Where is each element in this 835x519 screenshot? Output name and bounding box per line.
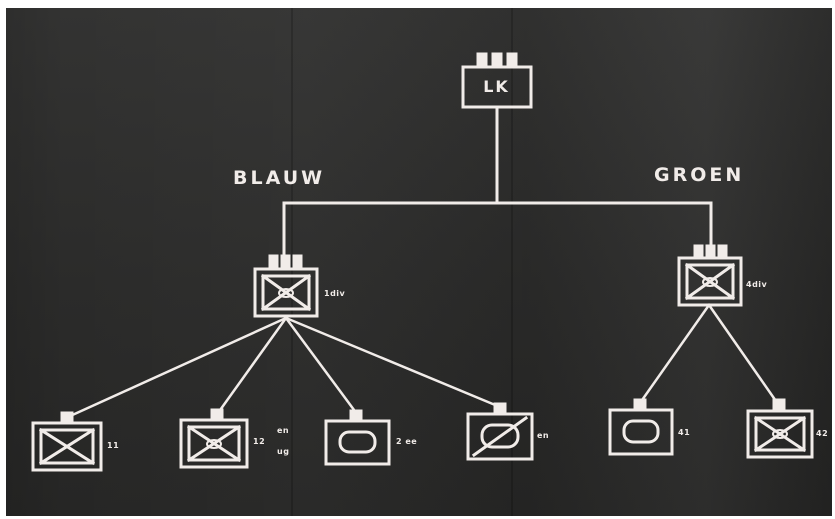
unit-tag: 41	[678, 428, 691, 437]
unit-tag: en	[277, 426, 290, 435]
unit-tag: 4div	[746, 280, 768, 289]
branch-label-left: BLAUW	[233, 167, 326, 189]
command-post-icon	[461, 52, 533, 109]
infantry-unit-icon	[677, 244, 743, 307]
armored-unit-icon	[608, 398, 674, 456]
unit-tag: en	[537, 431, 550, 440]
unit-tag: 42	[816, 429, 829, 438]
unit-tag: 12	[253, 437, 266, 446]
unit-tag: ug	[277, 447, 290, 456]
root-node-label: LK	[483, 76, 510, 96]
infantry-unit-icon	[179, 408, 249, 469]
board-seam	[291, 8, 293, 516]
unit-tag: 2 ee	[396, 437, 418, 446]
infantry-unit-icon	[746, 398, 814, 459]
recon-unit-icon	[466, 402, 534, 461]
board-seam	[511, 8, 513, 516]
unit-tag: 11	[107, 441, 120, 450]
infantry-unit-icon	[253, 254, 319, 318]
chalkboard	[6, 8, 832, 516]
armored-unit-icon	[324, 409, 391, 466]
unit-tag: 1div	[324, 289, 346, 298]
infantry-unit-icon	[31, 411, 103, 472]
connector-lines	[282, 105, 713, 264]
child-connectors	[66, 303, 780, 419]
branch-label-right: GROEN	[654, 164, 745, 186]
